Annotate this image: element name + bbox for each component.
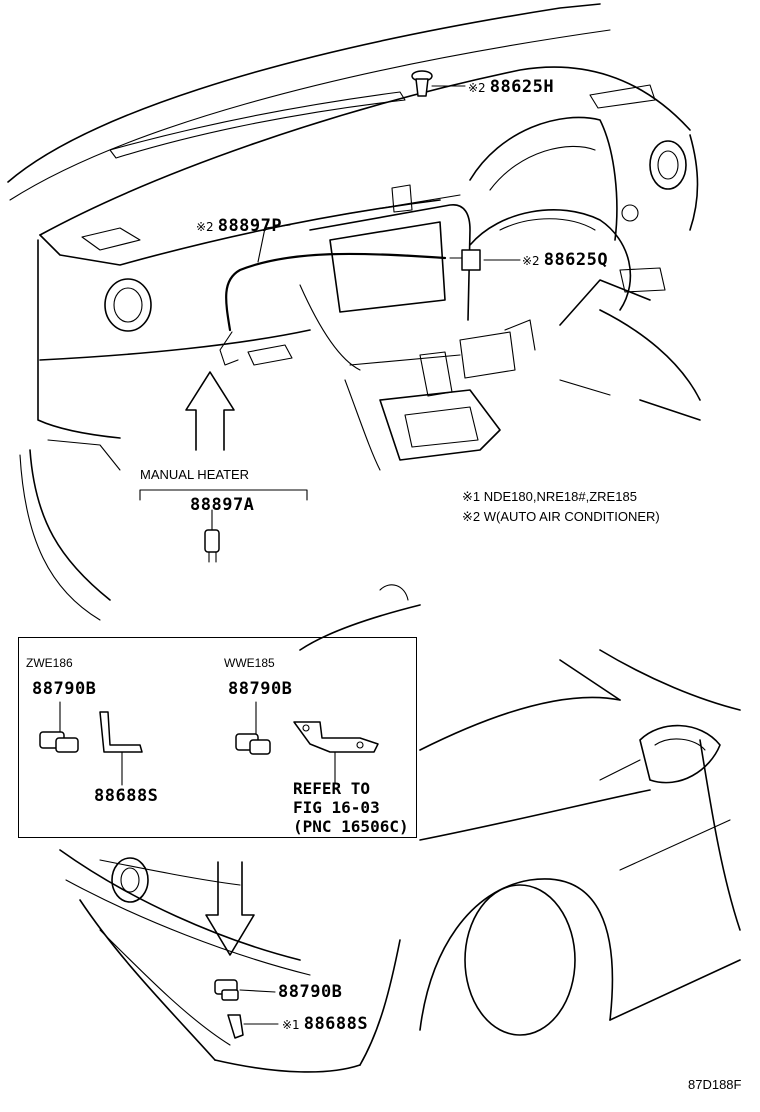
part-number: 88625Q <box>543 250 609 270</box>
part-number: 88625H <box>489 77 555 97</box>
callout-88790B-car: 88790B <box>278 982 343 1002</box>
callout-88625Q: ※2 88625Q <box>522 252 608 269</box>
dashboard-drawing <box>7 3 701 621</box>
variant-inset-box <box>18 637 417 838</box>
bumper-sensor-parts <box>214 979 279 1039</box>
figure-code: 87D188F <box>688 1077 742 1092</box>
pointer-arrow-bumper <box>205 861 255 956</box>
option-mark: ※1 <box>282 1018 300 1032</box>
manual-heater-label: MANUAL HEATER <box>140 467 250 482</box>
note-2: ※2 W(AUTO AIR CONDITIONER) <box>462 509 660 524</box>
inset-heading-zwe186: ZWE186 <box>26 656 73 670</box>
inset-zwe186-part-upper: 88790B <box>32 679 97 699</box>
inset-zwe186-part-lower: 88688S <box>94 786 159 806</box>
part-number: 88897P <box>217 216 283 236</box>
manual-heater-bracket <box>139 489 308 563</box>
car-front-drawing <box>59 584 741 1073</box>
callout-88897P: ※2 88897P <box>196 218 282 235</box>
inset-heading-wwe185: WWE185 <box>224 656 275 670</box>
callout-88625H: ※2 88625H <box>468 79 554 96</box>
refer-line-3: (PNC 16506C) <box>293 817 409 836</box>
refer-line-2: FIG 16-03 <box>293 798 380 817</box>
option-mark: ※2 <box>522 254 540 268</box>
inset-parts <box>39 701 379 786</box>
note-1: ※1 NDE180,NRE18#,ZRE185 <box>462 489 637 504</box>
callout-88688S-car: ※1 88688S <box>282 1016 368 1033</box>
option-mark: ※2 <box>196 220 214 234</box>
option-mark: ※2 <box>468 81 486 95</box>
inset-wwe185-part-upper: 88790B <box>228 679 293 699</box>
callout-88897A: 88897A <box>190 495 255 515</box>
part-number: 88688S <box>303 1014 369 1034</box>
pointer-arrow-dash <box>185 371 235 451</box>
refer-line-1: REFER TO <box>293 779 371 798</box>
